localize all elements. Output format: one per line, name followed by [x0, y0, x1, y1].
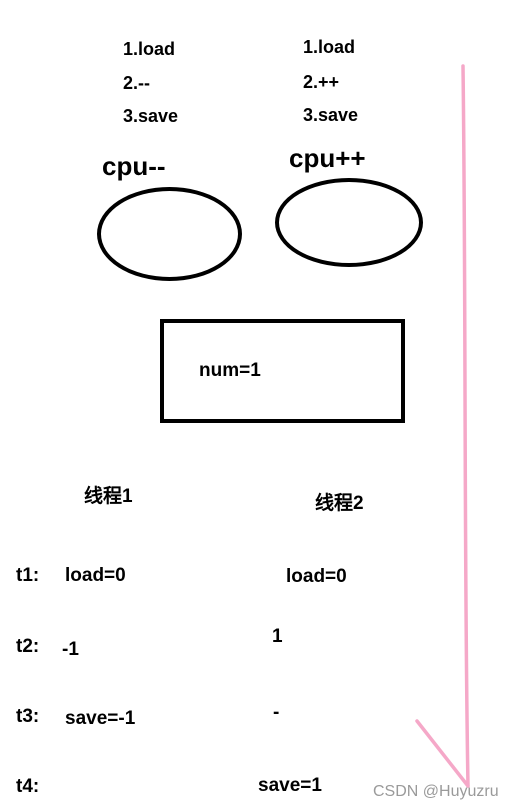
- time-label-t3: t3:: [16, 706, 40, 727]
- memory-box: [160, 319, 405, 423]
- time-label-t4: t4:: [16, 776, 40, 797]
- thread1-t1: load=0: [65, 565, 126, 586]
- thread1-heading: 线程1: [84, 486, 133, 507]
- thread2-t1: load=0: [286, 566, 347, 587]
- thread1-t3: save=-1: [65, 708, 136, 729]
- cpu-right-step-2: 2.++: [303, 72, 340, 92]
- thread2-t3: -: [273, 702, 280, 723]
- thread2-heading: 线程2: [315, 493, 364, 514]
- thread2-t4: save=1: [258, 775, 322, 796]
- watermark: CSDN @Huyuzru: [373, 783, 499, 800]
- time-label-t1: t1:: [16, 565, 40, 586]
- cpu-right-step-3: 3.save: [303, 105, 359, 125]
- cpu-left-step-1: 1.load: [123, 39, 176, 59]
- cpu-left-step-3: 3.save: [123, 106, 179, 126]
- time-arrow-path: [415, 64, 470, 788]
- time-label-t2: t2:: [16, 636, 40, 657]
- cpu-right-ellipse: [275, 178, 423, 267]
- cpu-left-ellipse: [97, 187, 242, 281]
- cpu-left-label: cpu--: [102, 151, 166, 181]
- memory-label: num=1: [199, 360, 261, 381]
- thread1-t2: -1: [62, 639, 79, 660]
- thread2-t2: 1: [272, 626, 283, 647]
- cpu-left-step-2: 2.--: [123, 73, 150, 93]
- cpu-right-step-1: 1.load: [303, 37, 356, 57]
- cpu-right-label: cpu++: [289, 143, 366, 173]
